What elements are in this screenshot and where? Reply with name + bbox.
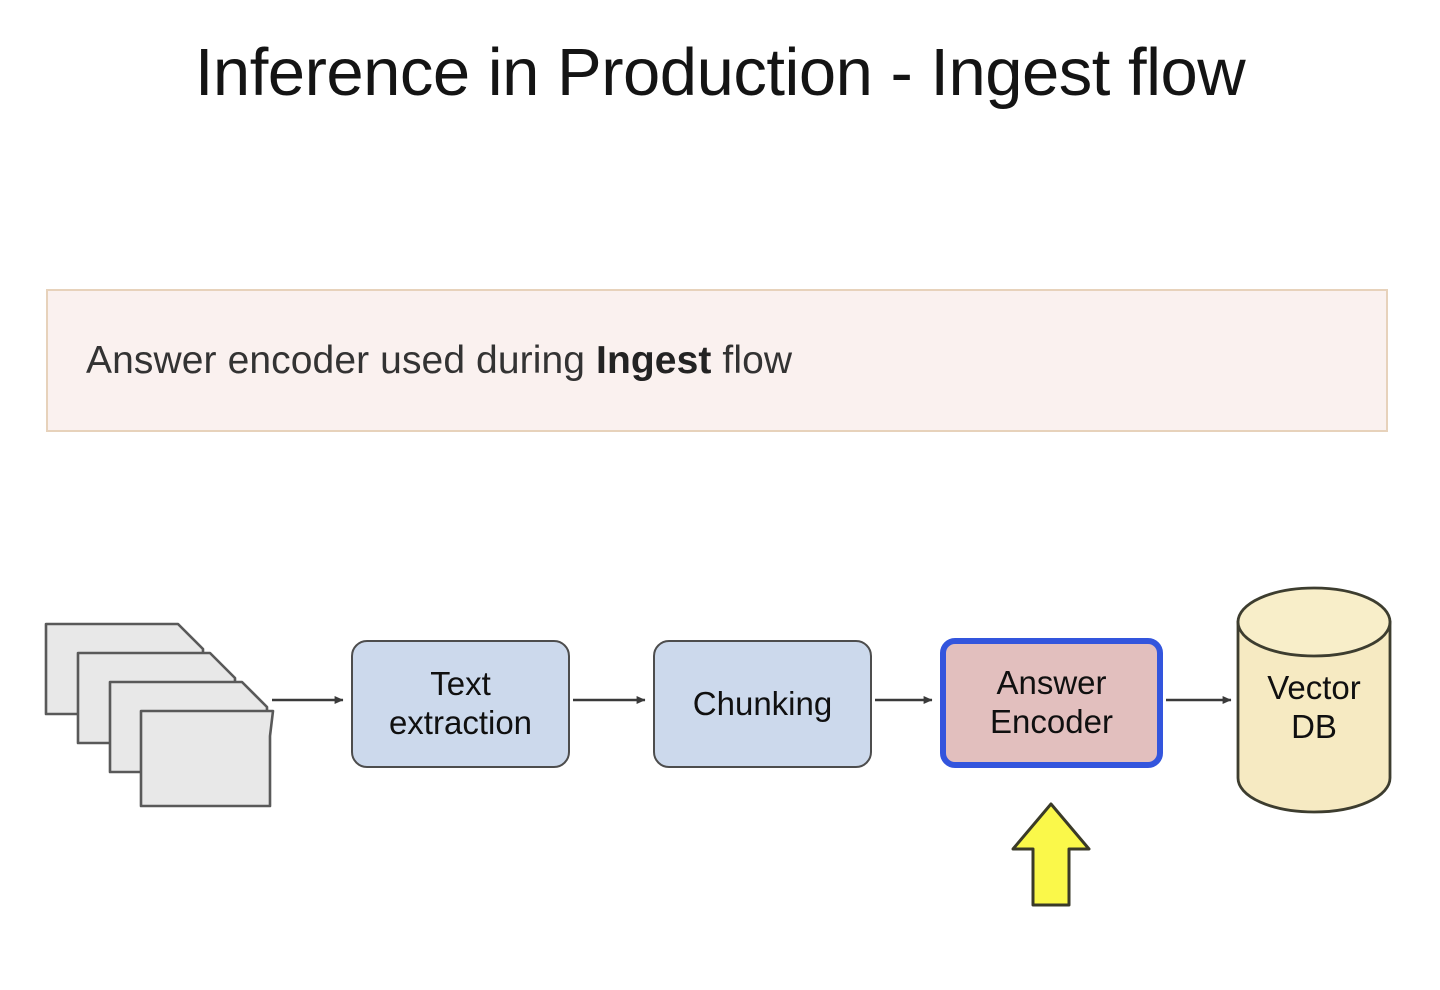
answer-encoder-callout: Answer encoder used during Ingest flow: [46, 289, 1388, 432]
document-sheet: [76, 651, 237, 745]
flow-node-vector-db-label: Vector DB: [1267, 668, 1361, 745]
document-sheet: [44, 622, 205, 716]
callout-text-before: Answer encoder used during: [86, 338, 597, 382]
document-sheet: [139, 709, 275, 808]
highlight-up-arrow-icon: [1011, 802, 1091, 907]
document-sheet: [108, 680, 269, 774]
flow-node-chunking[interactable]: Chunking: [653, 640, 872, 768]
callout-text: Answer encoder used during Ingest flow: [48, 339, 792, 383]
callout-text-bold: Ingest: [596, 338, 712, 382]
callout-text-after: flow: [711, 338, 793, 382]
flow-node-answer-encoder[interactable]: Answer Encoder: [940, 638, 1163, 768]
flow-node-text-extraction[interactable]: Text extraction: [351, 640, 570, 768]
page-title: Inference in Production - Ingest flow: [194, 35, 1246, 110]
document-stack-icon: [44, 622, 275, 808]
